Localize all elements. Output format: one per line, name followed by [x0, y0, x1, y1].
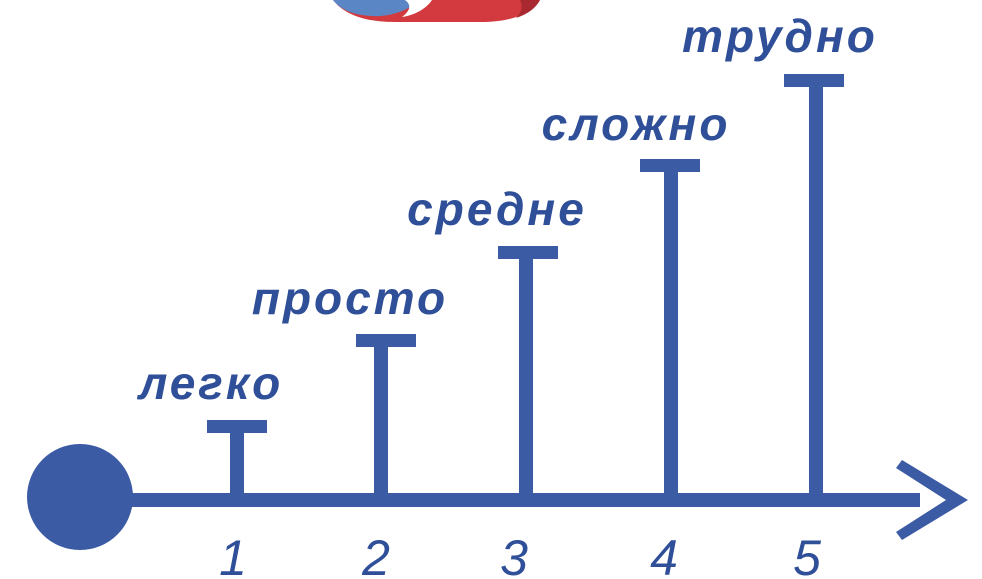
level-2: просто 2 [252, 272, 448, 579]
level-cap [356, 334, 416, 347]
level-stem [519, 254, 533, 500]
circle-icon [27, 444, 133, 550]
level-5: трудно 5 [682, 10, 878, 579]
scale-axis [27, 444, 968, 550]
level-3: средне 3 [407, 183, 587, 579]
level-cap [498, 246, 558, 259]
level-4: сложно 4 [542, 98, 731, 579]
level-cap [784, 74, 844, 87]
level-stem [809, 82, 823, 500]
level-number: 1 [219, 530, 247, 579]
level-stem [230, 428, 244, 500]
logo-badge-icon [333, 0, 540, 22]
arrow-right-icon [896, 460, 968, 540]
level-number: 3 [500, 530, 528, 579]
level-1: легко 1 [137, 357, 284, 579]
level-cap [207, 420, 267, 433]
level-number: 5 [793, 530, 821, 579]
level-cap [640, 159, 700, 172]
level-word: сложно [542, 98, 731, 150]
level-word: трудно [682, 10, 878, 62]
level-stem [664, 167, 678, 500]
level-number: 2 [361, 530, 390, 579]
level-number: 4 [650, 530, 678, 579]
level-word: просто [252, 272, 448, 324]
level-word: легко [137, 357, 284, 409]
level-stem [374, 342, 388, 500]
level-word: средне [407, 183, 587, 235]
